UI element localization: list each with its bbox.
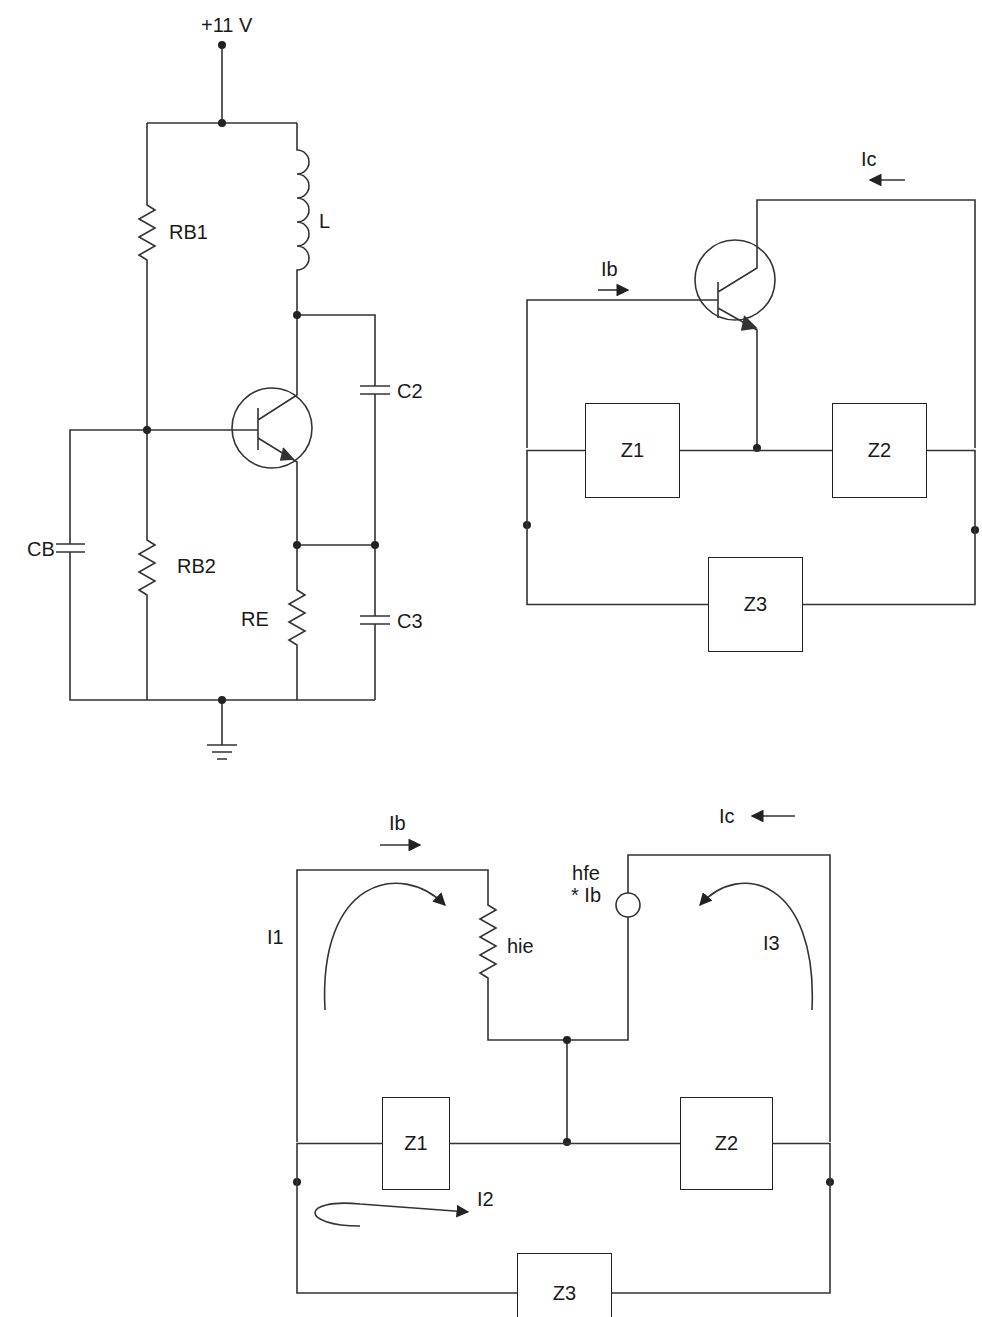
circuit-label: I1	[266, 926, 285, 948]
circuit-label: I2	[476, 1188, 495, 1210]
circuit-label: hie	[506, 935, 535, 957]
impedance-box: Z1	[585, 403, 680, 498]
impedance-name: Z3	[744, 593, 767, 616]
capacitor-symbol	[55, 430, 375, 700]
junction-dot	[563, 1138, 571, 1146]
circuit-label: RB2	[176, 555, 217, 577]
transistor-symbol	[695, 240, 775, 320]
circuit-label: L	[318, 210, 331, 232]
loop-arrow	[315, 1203, 468, 1226]
impedance-box: Z3	[517, 1253, 612, 1317]
supply-wire	[147, 45, 297, 123]
circuit-label: +11 V	[200, 14, 253, 36]
junction-dot	[143, 426, 151, 434]
current-arrow	[380, 844, 420, 846]
circuit-label: C2	[396, 380, 424, 402]
loop-arrow	[325, 883, 445, 1010]
current-source-symbol	[616, 893, 640, 917]
circuit-label: Ic	[718, 805, 736, 827]
circuit-label: I3	[762, 932, 781, 954]
junction-dot	[293, 311, 301, 319]
resistor-symbol	[139, 430, 155, 700]
oscillator-circuit	[55, 45, 390, 759]
junction-dot	[143, 41, 379, 704]
circuit-label: CB	[26, 538, 56, 560]
ground-symbol	[207, 700, 237, 759]
loop-arrow	[700, 883, 812, 1010]
impedance-box: Z2	[680, 1097, 773, 1190]
transistor-symbol	[232, 388, 312, 468]
small-signal-model	[297, 816, 830, 1226]
resistor-symbol	[139, 123, 155, 430]
transistor-leads	[147, 315, 297, 545]
circuit-label: Ic	[860, 148, 878, 170]
impedance-box: Z2	[832, 403, 927, 498]
circuit-label: RB1	[168, 221, 209, 243]
impedance-name: Z2	[715, 1132, 738, 1155]
current-arrow	[598, 289, 628, 291]
impedance-box: Z1	[382, 1097, 450, 1190]
current-arrow	[752, 815, 795, 817]
emitter-arrow	[280, 448, 293, 460]
circuit-label: hfe * Ib	[568, 862, 604, 906]
wire-connector	[450, 1143, 680, 1145]
circuit-label: Ib	[600, 258, 619, 280]
impedance-name: Z1	[404, 1132, 427, 1155]
junction-dot	[218, 41, 226, 49]
inductor-symbol	[297, 123, 309, 315]
impedance-name: Z3	[553, 1282, 576, 1305]
circuit-label: RE	[240, 608, 270, 630]
resistor-symbol	[289, 545, 305, 700]
wire-connector	[680, 450, 832, 452]
circuit-label: Ib	[388, 812, 407, 834]
junction-dot	[218, 119, 226, 127]
junction-dot	[563, 1036, 571, 1044]
current-arrow	[870, 179, 905, 181]
impedance-box: Z3	[708, 557, 803, 652]
junction-dot	[293, 541, 301, 549]
junction-dot	[371, 541, 379, 549]
circuit-label: C3	[396, 610, 424, 632]
impedance-name: Z1	[621, 439, 644, 462]
impedance-name: Z2	[868, 439, 891, 462]
emitter-arrow	[741, 316, 756, 330]
junction-dot	[218, 696, 226, 704]
wire	[297, 315, 390, 700]
